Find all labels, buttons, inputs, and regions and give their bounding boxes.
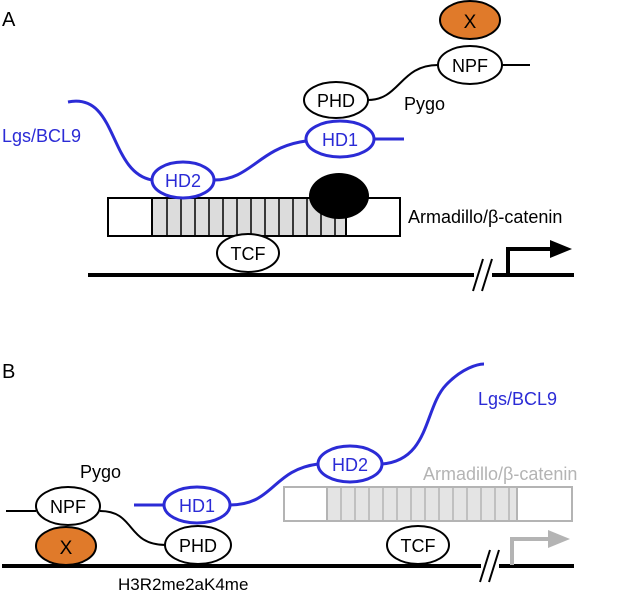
panel-a-transcription-arrow-icon	[506, 240, 572, 275]
panel-a-phd-domain	[303, 81, 369, 119]
panel-b-pygo-linker	[6, 510, 167, 546]
panel-b-letter: B	[2, 361, 15, 383]
panel-a-tcf-protein	[216, 233, 280, 273]
panel-a-dna-break-icon	[472, 258, 493, 292]
panel-a-pygo-linker	[367, 64, 530, 101]
panel-a-hd1-label: HD1	[322, 130, 358, 150]
panel-b-lgs-label: Lgs/BCL9	[478, 389, 557, 409]
panel-a-tcf-label: TCF	[231, 244, 266, 264]
panel-b: B	[2, 361, 577, 594]
panel-b-pygo-label: Pygo	[80, 462, 121, 482]
panel-b-tcf-protein	[386, 525, 450, 565]
panel-b-npf-label: NPF	[50, 497, 86, 517]
panel-b-tcf-label: TCF	[401, 536, 436, 556]
panel-a-hd2-label: HD2	[165, 171, 201, 191]
panel-b-histone-mark-label: H3R2me2aK4me	[118, 575, 248, 594]
panel-a-npf-domain	[437, 45, 503, 85]
panel-a-letter: A	[2, 9, 16, 31]
panel-b-hd2-domain	[316, 444, 384, 484]
panel-b-armadillo-protein	[283, 486, 573, 522]
panel-b-x-protein	[35, 526, 97, 566]
panel-a-lgs-linker	[67, 99, 404, 182]
panel-a-phd-label: PHD	[317, 91, 355, 111]
panel-b-lgs-linker	[134, 362, 485, 507]
panel-a-transactivation-domain	[309, 173, 369, 219]
panel-a-x-protein	[439, 0, 501, 40]
panel-b-hd2-label: HD2	[332, 455, 368, 475]
panel-a: A	[2, 0, 574, 292]
panel-a-x-label: X	[464, 12, 477, 33]
panel-b-npf-domain	[35, 486, 101, 526]
panel-b-armadillo-label: Armadillo/β-catenin	[423, 464, 577, 484]
panel-b-transcription-arrow-icon	[510, 530, 570, 565]
panel-a-lgs-label: Lgs/BCL9	[2, 126, 81, 146]
panel-b-phd-domain	[164, 525, 232, 565]
panel-a-armadillo-label: Armadillo/β-catenin	[408, 207, 562, 227]
panel-a-npf-label: NPF	[452, 56, 488, 76]
panel-b-x-label: X	[60, 538, 73, 559]
panel-a-hd1-domain	[304, 119, 376, 159]
panel-a-pygo-label: Pygo	[404, 94, 445, 114]
panel-b-dna-break-icon	[479, 549, 500, 583]
panel-a-hd2-domain	[150, 160, 216, 200]
panel-b-hd1-domain	[162, 485, 232, 525]
panel-b-hd1-label: HD1	[179, 496, 215, 516]
panel-b-phd-label: PHD	[179, 536, 217, 556]
